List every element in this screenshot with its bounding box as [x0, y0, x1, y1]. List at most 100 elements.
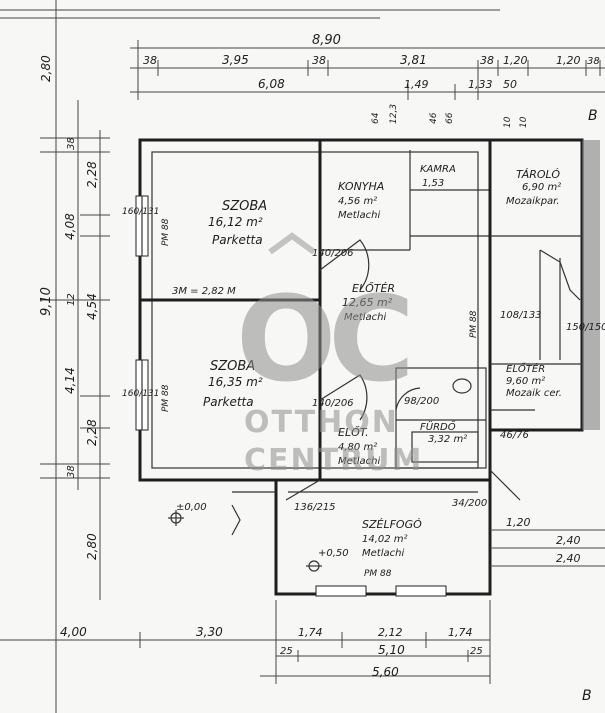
top-dim-3: 38 — [312, 54, 326, 67]
top-small-1: 64 — [371, 112, 381, 124]
opening-4: 108/133 — [500, 310, 542, 321]
room-1-area: 16,12 m² — [208, 215, 263, 229]
left-dimension-chains — [40, 0, 110, 713]
opening-2: 140/206 — [312, 398, 354, 409]
room-5-name: KAMRA — [420, 164, 456, 175]
room-9-area: 14,02 m² — [362, 534, 408, 545]
right-dim-2: 2,40 — [556, 534, 581, 547]
watermark-line-1: OTTHON — [244, 405, 399, 440]
left-outer-dim-2: 9,10 — [39, 287, 54, 316]
bottom-dim-4: 2,12 — [378, 626, 403, 639]
room-2-floor: Parketta — [203, 395, 254, 409]
room-9-floor: Metlachi — [362, 548, 404, 559]
room-3-floor: Metlachi — [338, 210, 380, 221]
top-dim-1: 38 — [143, 54, 157, 67]
bathroom-fixtures — [411, 378, 479, 463]
watermark-roof-icon — [268, 232, 316, 255]
opening-3: 136/215 — [294, 502, 336, 513]
room-6-area: 6,90 m² — [522, 182, 561, 193]
watermark: OC OTTHON CENTRUM — [236, 232, 423, 478]
top-dim-5: 38 — [480, 54, 494, 67]
top-dim-8: 38 — [587, 56, 600, 67]
pm88-label-2: PM 88 — [161, 384, 171, 412]
top-row2-dim-3: 1,33 — [468, 78, 493, 91]
top-dim-4: 3,81 — [400, 53, 427, 67]
left-inner-dim-1: 38 — [66, 137, 77, 150]
left-inner-dim-2: 2,28 — [85, 161, 99, 188]
left-inner-dim-3: 4,08 — [63, 213, 77, 240]
pm88-label-1: PM 88 — [161, 218, 171, 246]
pm88-label-4: PM 88 — [364, 569, 392, 579]
bottom-dim-2: 3,30 — [196, 625, 223, 639]
room-4-name: ELŐTÉR — [352, 281, 395, 295]
right-dim-1: 1,20 — [506, 516, 531, 529]
opening-5: 150/150 — [566, 322, 605, 333]
bottom-dim-5: 1,74 — [448, 626, 473, 639]
right-dimension-chain: 1,20 2,40 2,40 — [490, 516, 605, 567]
walls — [138, 138, 600, 596]
windows — [135, 195, 447, 597]
room-10-name: ELŐTÉR — [506, 361, 545, 375]
top-small-6: 10 — [519, 116, 529, 128]
room-4-floor: Metlachi — [344, 312, 386, 323]
room-9-name: SZÉLFOGÓ — [362, 518, 422, 531]
annotations: 3M = 2,82 M ±0,00 +0,50 PM 88 PM 88 PM 8… — [122, 207, 605, 579]
room-10-area: 9,60 m² — [506, 376, 545, 387]
room-6-floor: Mozaikpar. — [506, 196, 560, 207]
watermark-line-2: CENTRUM — [244, 443, 423, 478]
level-stair: +0,50 — [318, 548, 349, 559]
bottom-dim-3: 1,74 — [298, 626, 323, 639]
top-dimension-chains: 38 3,95 38 3,81 38 1,20 1,20 38 8,90 6,0… — [0, 9, 605, 128]
room-1-name: SZOBA — [222, 199, 267, 214]
room-1-floor: Parketta — [212, 233, 263, 247]
room-8-area: 4,80 m² — [338, 442, 377, 453]
bottom-row2-dim-3: 25 — [470, 646, 483, 657]
bottom-row2-dim-2: 5,10 — [378, 643, 405, 657]
left-inner-dim-8: 38 — [66, 465, 77, 478]
top-row2-dim-2: 1,49 — [404, 78, 429, 91]
left-inner-dim-6: 4,14 — [63, 367, 77, 394]
watermark-logo: OC — [236, 270, 408, 408]
room-5-area: 1,53 — [422, 178, 444, 189]
top-small-2: 12,3 — [389, 104, 399, 124]
left-inner-dim-7: 2,28 — [85, 419, 99, 446]
opening-1: 140/206 — [312, 248, 354, 259]
opening-8: 98/200 — [404, 396, 439, 407]
opening-10: 34/200 — [452, 498, 487, 509]
top-total: 8,90 — [312, 33, 341, 48]
room-8-name: ELŐT. — [338, 425, 369, 439]
level-zero: ±0,00 — [176, 502, 207, 513]
section-marker-b-bottom: B — [582, 688, 592, 704]
bottom-total: 5,60 — [372, 665, 399, 679]
opening-9: 46/76 — [500, 430, 529, 441]
right-dim-3: 2,40 — [556, 552, 581, 565]
pm88-label-3: PM 88 — [469, 310, 479, 338]
room-2-name: SZOBA — [210, 359, 255, 374]
ceiling-height-note: 3M = 2,82 M — [172, 286, 236, 297]
top-small-4: 66 — [445, 112, 455, 124]
room-labels: SZOBA 16,12 m² Parketta SZOBA 16,35 m² P… — [203, 164, 562, 559]
left-outer-dim-3: 2,80 — [85, 533, 99, 560]
room-7-name: FÜRDŐ — [420, 419, 456, 433]
bottom-dim-1: 4,00 — [60, 625, 87, 639]
opening-6: 160/131 — [122, 207, 159, 217]
left-inner-dim-4: 12 — [66, 293, 77, 306]
top-row2-dim-1: 6,08 — [258, 77, 285, 91]
top-row2-dim-4: 50 — [503, 78, 517, 91]
room-8-floor: Metlachi — [338, 456, 380, 467]
top-dim-6: 1,20 — [503, 54, 528, 67]
left-outer-dim-1: 2,80 — [39, 55, 53, 82]
room-7-area: 3,32 m² — [428, 434, 467, 445]
room-6-name: TÁROLÓ — [516, 168, 560, 181]
top-dim-2: 3,95 — [222, 53, 249, 67]
top-small-5: 10 — [503, 116, 513, 128]
bottom-row2-dim-1: 25 — [280, 646, 293, 657]
room-3-area: 4,56 m² — [338, 196, 377, 207]
top-small-3: 46 — [429, 112, 439, 124]
room-2-area: 16,35 m² — [208, 375, 263, 389]
opening-7: 160/131 — [122, 389, 159, 399]
left-inner-dim-5: 4,54 — [85, 293, 99, 320]
room-3-name: KONYHA — [338, 180, 384, 193]
